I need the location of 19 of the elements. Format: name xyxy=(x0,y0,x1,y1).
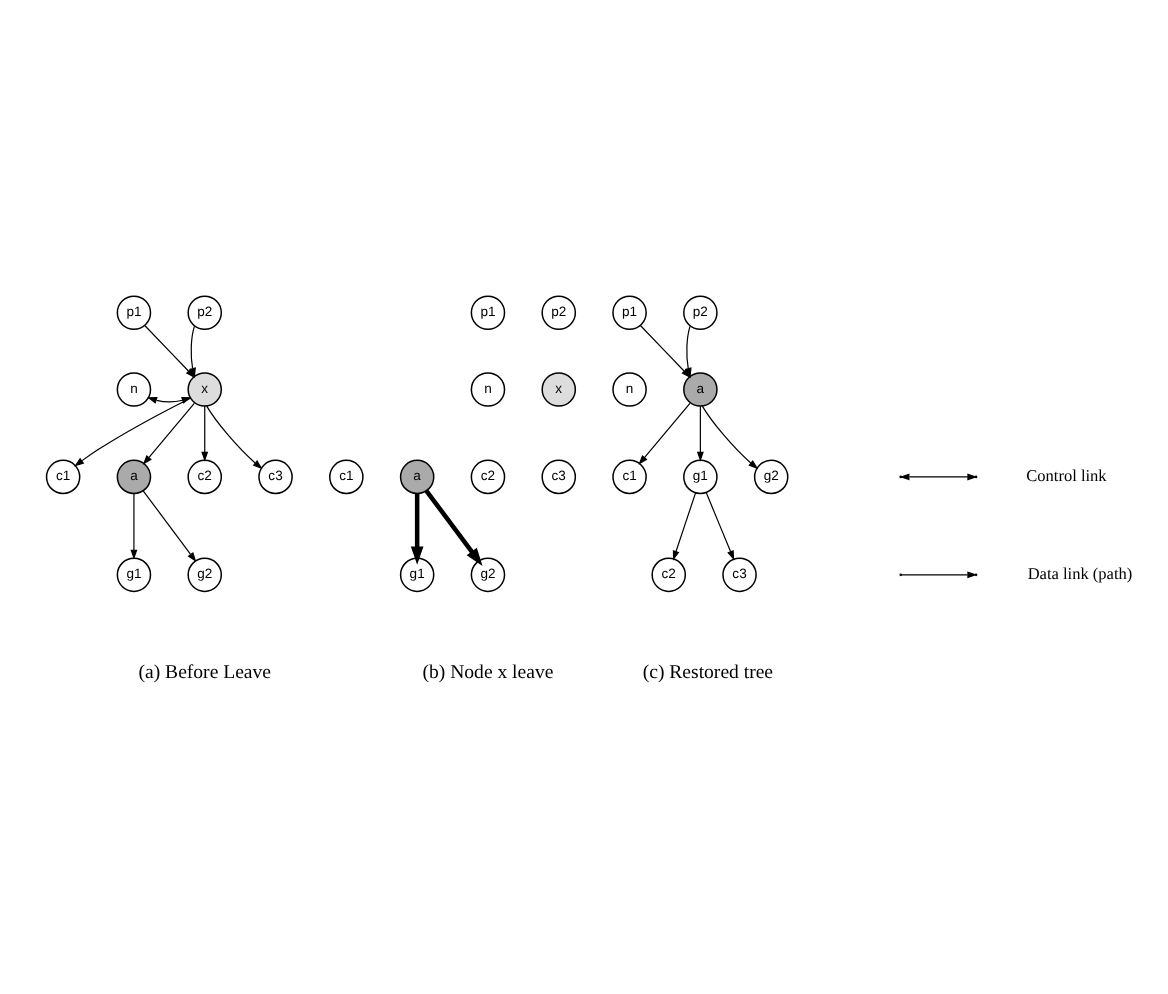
legend-label: Control link xyxy=(1026,466,1107,485)
arrow xyxy=(142,401,195,464)
arrow xyxy=(189,324,196,377)
arrow xyxy=(684,324,692,377)
arrow xyxy=(672,491,697,560)
arrow xyxy=(705,491,735,560)
arrow xyxy=(130,492,138,559)
arrow xyxy=(638,401,691,464)
arrow xyxy=(410,492,424,564)
arrow xyxy=(696,404,704,461)
label: (b) Node x leave xyxy=(422,660,554,683)
arrow xyxy=(142,489,197,562)
arrow xyxy=(424,488,483,566)
label: (c) Restored tree xyxy=(642,660,774,683)
arrow xyxy=(701,404,759,469)
arrow xyxy=(206,404,263,469)
label: (a) Before Leave xyxy=(138,660,271,683)
legend-label: Data link (path) xyxy=(1027,564,1133,583)
arrow xyxy=(201,404,209,461)
